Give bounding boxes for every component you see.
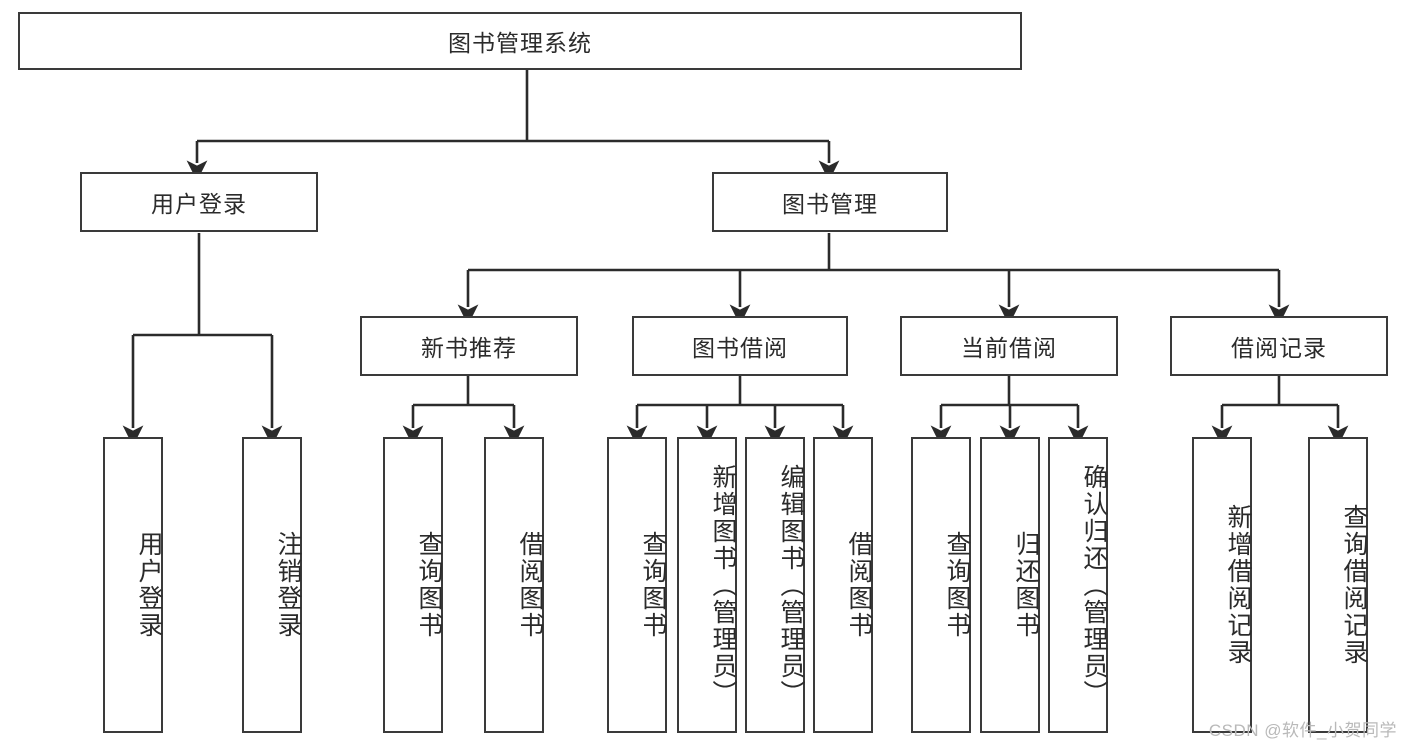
node-label: 查询图书 (943, 531, 971, 639)
node-label: 注销登录 (274, 531, 302, 639)
node-label: 图书管理 (782, 191, 878, 217)
leaf-borrow-book-newbook[interactable]: 借阅图书 (484, 437, 544, 733)
leaf-edit-book-admin[interactable]: 编辑图书（管理员） (745, 437, 805, 733)
leaf-query-book-current[interactable]: 查询图书 (911, 437, 971, 733)
leaf-borrow-book[interactable]: 借阅图书 (813, 437, 873, 733)
node-label: 借阅记录 (1231, 335, 1327, 361)
node-label: 用户登录 (135, 531, 163, 639)
node-label: 归还图书 (1012, 531, 1040, 639)
node-label: 新增图书（管理员） (709, 463, 737, 707)
node-label: 新书推荐 (421, 335, 517, 361)
node-label: 查询图书 (639, 531, 667, 639)
leaf-query-book-newbook[interactable]: 查询图书 (383, 437, 443, 733)
node-label: 确认归还（管理员） (1080, 463, 1108, 707)
node-current-borrow[interactable]: 当前借阅 (900, 316, 1118, 376)
leaf-query-book-borrow[interactable]: 查询图书 (607, 437, 667, 733)
node-root-system[interactable]: 图书管理系统 (18, 12, 1022, 70)
node-label: 用户登录 (151, 191, 247, 217)
node-label: 新增借阅记录 (1224, 504, 1252, 666)
node-label: 图书管理系统 (448, 30, 592, 56)
node-label: 查询图书 (415, 531, 443, 639)
node-user-login[interactable]: 用户登录 (80, 172, 318, 232)
leaf-add-book-admin[interactable]: 新增图书（管理员） (677, 437, 737, 733)
leaf-add-borrow-record[interactable]: 新增借阅记录 (1192, 437, 1252, 733)
node-book-management[interactable]: 图书管理 (712, 172, 948, 232)
node-label: 借阅图书 (845, 531, 873, 639)
node-label: 借阅图书 (516, 531, 544, 639)
node-label: 图书借阅 (692, 335, 788, 361)
node-label: 当前借阅 (961, 335, 1057, 361)
node-borrow-record[interactable]: 借阅记录 (1170, 316, 1388, 376)
leaf-user-login[interactable]: 用户登录 (103, 437, 163, 733)
node-label: 编辑图书（管理员） (777, 463, 805, 707)
leaf-confirm-return-admin[interactable]: 确认归还（管理员） (1048, 437, 1108, 733)
watermark-text: CSDN @软件_小贺同学 (1208, 721, 1397, 740)
leaf-logout[interactable]: 注销登录 (242, 437, 302, 733)
leaf-return-book[interactable]: 归还图书 (980, 437, 1040, 733)
node-label: 查询借阅记录 (1340, 504, 1368, 666)
node-book-borrow[interactable]: 图书借阅 (632, 316, 848, 376)
leaf-query-borrow-record[interactable]: 查询借阅记录 (1308, 437, 1368, 733)
node-new-book-recommend[interactable]: 新书推荐 (360, 316, 578, 376)
